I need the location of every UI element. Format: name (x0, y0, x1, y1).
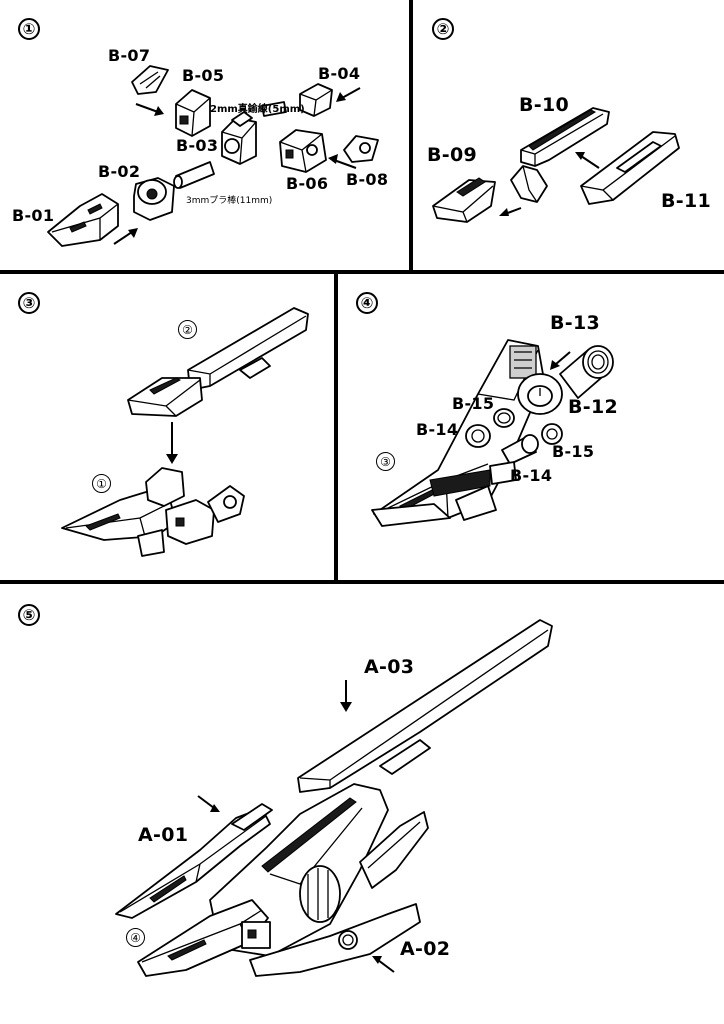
step-5-illustration (115, 619, 553, 977)
step-1-illustration (47, 65, 379, 247)
label-b07: B-07 (108, 46, 151, 65)
part-b08 (343, 135, 379, 163)
part-a01 (115, 803, 273, 919)
part-b05 (175, 89, 211, 137)
label-a03: A-03 (364, 656, 415, 678)
divider-vertical-top (409, 0, 413, 274)
assembly-arrows (113, 87, 361, 245)
divider-horizontal-2 (0, 580, 724, 584)
subassembly-step-2 (127, 307, 309, 417)
step-4-panel: ④ (338, 274, 724, 580)
step-4-ref-step-3: ③ (376, 452, 395, 471)
step-2-number: ② (432, 18, 454, 40)
note-brass-rod: 2mm真鍮線(5mm) (210, 104, 305, 115)
label-b13: B-13 (550, 312, 601, 334)
part-plastic-rod (173, 161, 215, 189)
step-5-ref-step-4: ④ (126, 928, 145, 947)
label-b11: B-11 (661, 190, 712, 212)
part-b03 (221, 111, 257, 165)
step-3-panel: ③ ② ① (0, 274, 334, 580)
label-b02: B-02 (98, 162, 141, 181)
step-1-panel: ① (0, 0, 409, 270)
label-b09: B-09 (427, 144, 478, 166)
label-b15-upper: B-15 (452, 394, 495, 413)
step-2-panel: ② B-10 B-09 B-11 (413, 0, 724, 270)
label-a01: A-01 (138, 824, 189, 846)
subassembly-step-4 (371, 339, 614, 527)
label-b06: B-06 (286, 174, 329, 193)
label-b08: B-08 (346, 170, 389, 189)
step-3-ref-step-2: ② (178, 320, 197, 339)
part-b02 (133, 177, 175, 221)
label-b03: B-03 (176, 136, 219, 155)
part-a03 (297, 619, 553, 793)
note-plastic-rod: 3mmプラ棒(11mm) (186, 196, 273, 206)
label-b01: B-01 (12, 206, 55, 225)
label-b14-lower: B-14 (510, 466, 553, 485)
part-b10 (510, 107, 610, 203)
label-b14-upper: B-14 (416, 420, 459, 439)
label-a02: A-02 (400, 938, 451, 960)
step-3-ref-step-1: ① (92, 474, 111, 493)
divider-vertical-middle (334, 274, 338, 584)
part-b11 (580, 131, 680, 205)
part-brass-rod (261, 101, 287, 117)
step-4-illustration (371, 339, 614, 527)
step-5-panel: ⑤ (0, 584, 724, 1024)
label-b12: B-12 (568, 396, 619, 418)
part-b06 (279, 129, 327, 173)
step-3-illustration (61, 307, 309, 557)
label-b04: B-04 (318, 64, 361, 83)
label-b10: B-10 (519, 94, 570, 116)
divider-horizontal-1 (0, 270, 724, 274)
subassembly-step-4 (137, 783, 429, 977)
step-4-number: ④ (356, 292, 378, 314)
step-5-number: ⑤ (18, 604, 40, 626)
label-b15-lower: B-15 (552, 442, 595, 461)
step-2-illustration (432, 107, 680, 223)
label-b05: B-05 (182, 66, 225, 85)
subassembly-step-1 (61, 467, 245, 557)
part-b04 (299, 83, 333, 117)
part-b01 (47, 193, 119, 247)
step-1-number: ① (18, 18, 40, 40)
step-3-number: ③ (18, 292, 40, 314)
part-b09 (432, 177, 496, 223)
part-b07 (131, 65, 169, 95)
